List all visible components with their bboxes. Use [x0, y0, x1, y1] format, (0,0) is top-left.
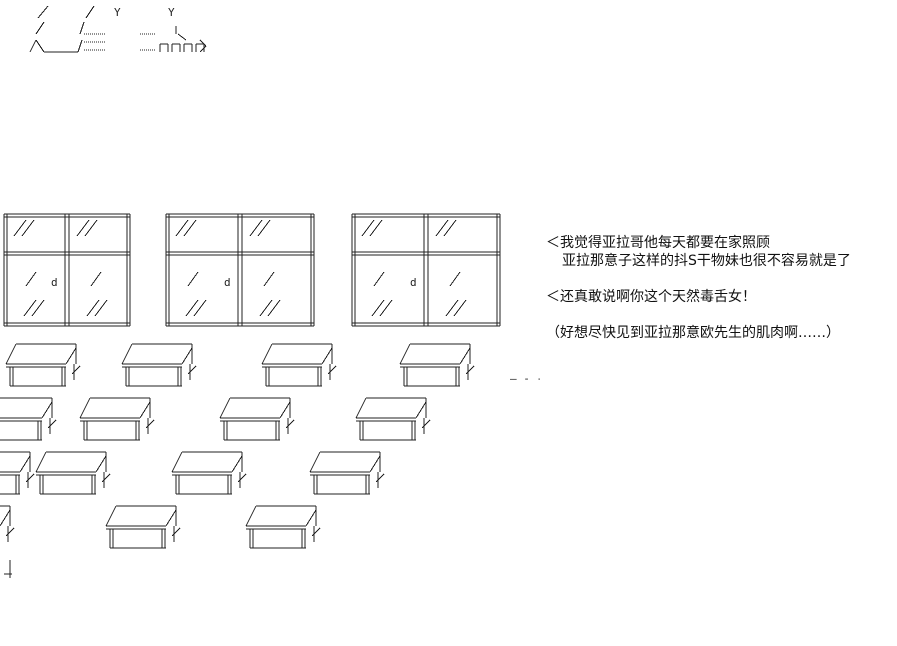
desk-2-3: [369, 455, 381, 473]
dialogue-line-2: 亚拉那意子这样的抖S干物妹也很不容易就是了: [562, 253, 851, 269]
desk-1-3: [421, 419, 431, 429]
desk-1-2: [285, 419, 295, 429]
desk-0-0: [5, 343, 17, 365]
board-glare: [13, 219, 27, 237]
desk-2-3: [375, 473, 385, 483]
figure-stroke: [35, 21, 45, 35]
board-glare: [257, 219, 271, 237]
board-glare: [94, 299, 108, 317]
figure-stroke: [35, 39, 45, 53]
desk-1-0: [41, 401, 53, 419]
board-letter: d: [51, 276, 58, 289]
board-glare: [76, 219, 90, 237]
board-glare: [175, 219, 189, 237]
dialogue-line-1: ＜我觉得亚拉哥他每天都要在家照顾: [546, 235, 770, 251]
figure-stroke: [77, 39, 83, 53]
desk-1-0: [47, 419, 57, 429]
board-glare: [90, 271, 102, 287]
dialogue-line-4: （好想尽快见到亚拉那意欧先生的肌肉啊……）: [546, 325, 840, 341]
board-glare: [21, 219, 35, 237]
board-glare: [86, 299, 100, 317]
board-glare: [267, 299, 281, 317]
desk-0-3: [465, 365, 475, 375]
board-glare: [185, 299, 199, 317]
figure-stroke: [79, 21, 85, 35]
desk-0-0: [65, 347, 77, 365]
desk-2-3: [309, 451, 321, 473]
board-glare: [453, 299, 467, 317]
desk-0-2: [261, 343, 273, 365]
dialogue-line-3: ＜还真敢说啊你这个天然毒舌女！: [546, 289, 756, 305]
board-glare: [443, 219, 457, 237]
board-glare: [379, 299, 393, 317]
desk-0-1: [187, 365, 197, 375]
desk-2-1: [101, 473, 111, 483]
desk-2-2: [171, 451, 183, 473]
board-glare: [449, 271, 461, 287]
dialogue-spacer: [546, 270, 896, 288]
desk-0-2: [321, 347, 333, 365]
desk-3-0: [0, 509, 11, 527]
desk-2-0: [19, 455, 31, 473]
board-letter: d: [224, 276, 231, 289]
desk-3-2: [311, 527, 321, 537]
board-glare: [373, 271, 385, 287]
figure-stroke: [85, 5, 95, 19]
board-glare: [84, 219, 98, 237]
foot-stroke: [199, 39, 207, 47]
board-glare: [249, 219, 263, 237]
desk-0-3: [459, 347, 471, 365]
desk-2-2: [237, 473, 247, 483]
board-letter: d: [410, 276, 417, 289]
figure-mark-right: Y: [168, 6, 175, 19]
desk-2-1: [95, 455, 107, 473]
desk-3-1: [165, 509, 177, 527]
figure-stroke: [37, 5, 49, 19]
board-glare: [445, 299, 459, 317]
desk-1-3: [355, 397, 367, 419]
desk-2-0: [25, 473, 35, 483]
desk-0-2: [327, 365, 337, 375]
board-glare: [263, 271, 275, 287]
desk-0-3: [399, 343, 411, 365]
trailing-dashes: — - -: [510, 372, 540, 385]
desk-3-2: [305, 509, 317, 527]
desk-2-2: [231, 455, 243, 473]
figure-mark-left: Y: [114, 6, 121, 19]
desk-0-0: [71, 365, 81, 375]
dialogue-spacer-2: [546, 306, 896, 324]
classroom-ascii-art: Y Yd d d — - -: [0, 5, 540, 578]
board-glare: [31, 299, 45, 317]
board-glare: [361, 219, 375, 237]
desk-1-1: [79, 397, 91, 419]
desk-3-2: [245, 505, 257, 527]
dialogue-block: ＜我觉得亚拉哥他每天都要在家照顾 亚拉那意子这样的抖S干物妹也很不容易就是了 ＜…: [546, 234, 896, 342]
foot-stroke: [199, 45, 207, 53]
desk-1-1: [145, 419, 155, 429]
desk-1-3: [415, 401, 427, 419]
board-glare: [435, 219, 449, 237]
desk-3-0: [5, 527, 15, 537]
desk-0-1: [121, 343, 133, 365]
desk-2-1: [35, 451, 47, 473]
desk-3-1: [105, 505, 117, 527]
board-glare: [193, 299, 207, 317]
board-glare: [259, 299, 273, 317]
board-glare: [183, 219, 197, 237]
board-glare: [25, 271, 37, 287]
figure-stroke: [29, 39, 37, 53]
desk-3-1: [171, 527, 181, 537]
desk-0-1: [181, 347, 193, 365]
board-glare: [187, 271, 199, 287]
desk-1-2: [279, 401, 291, 419]
board-glare: [369, 219, 383, 237]
figure-stroke: [177, 33, 187, 41]
desk-1-1: [139, 401, 151, 419]
board-glare: [371, 299, 385, 317]
board-glare: [23, 299, 37, 317]
desk-1-2: [219, 397, 231, 419]
